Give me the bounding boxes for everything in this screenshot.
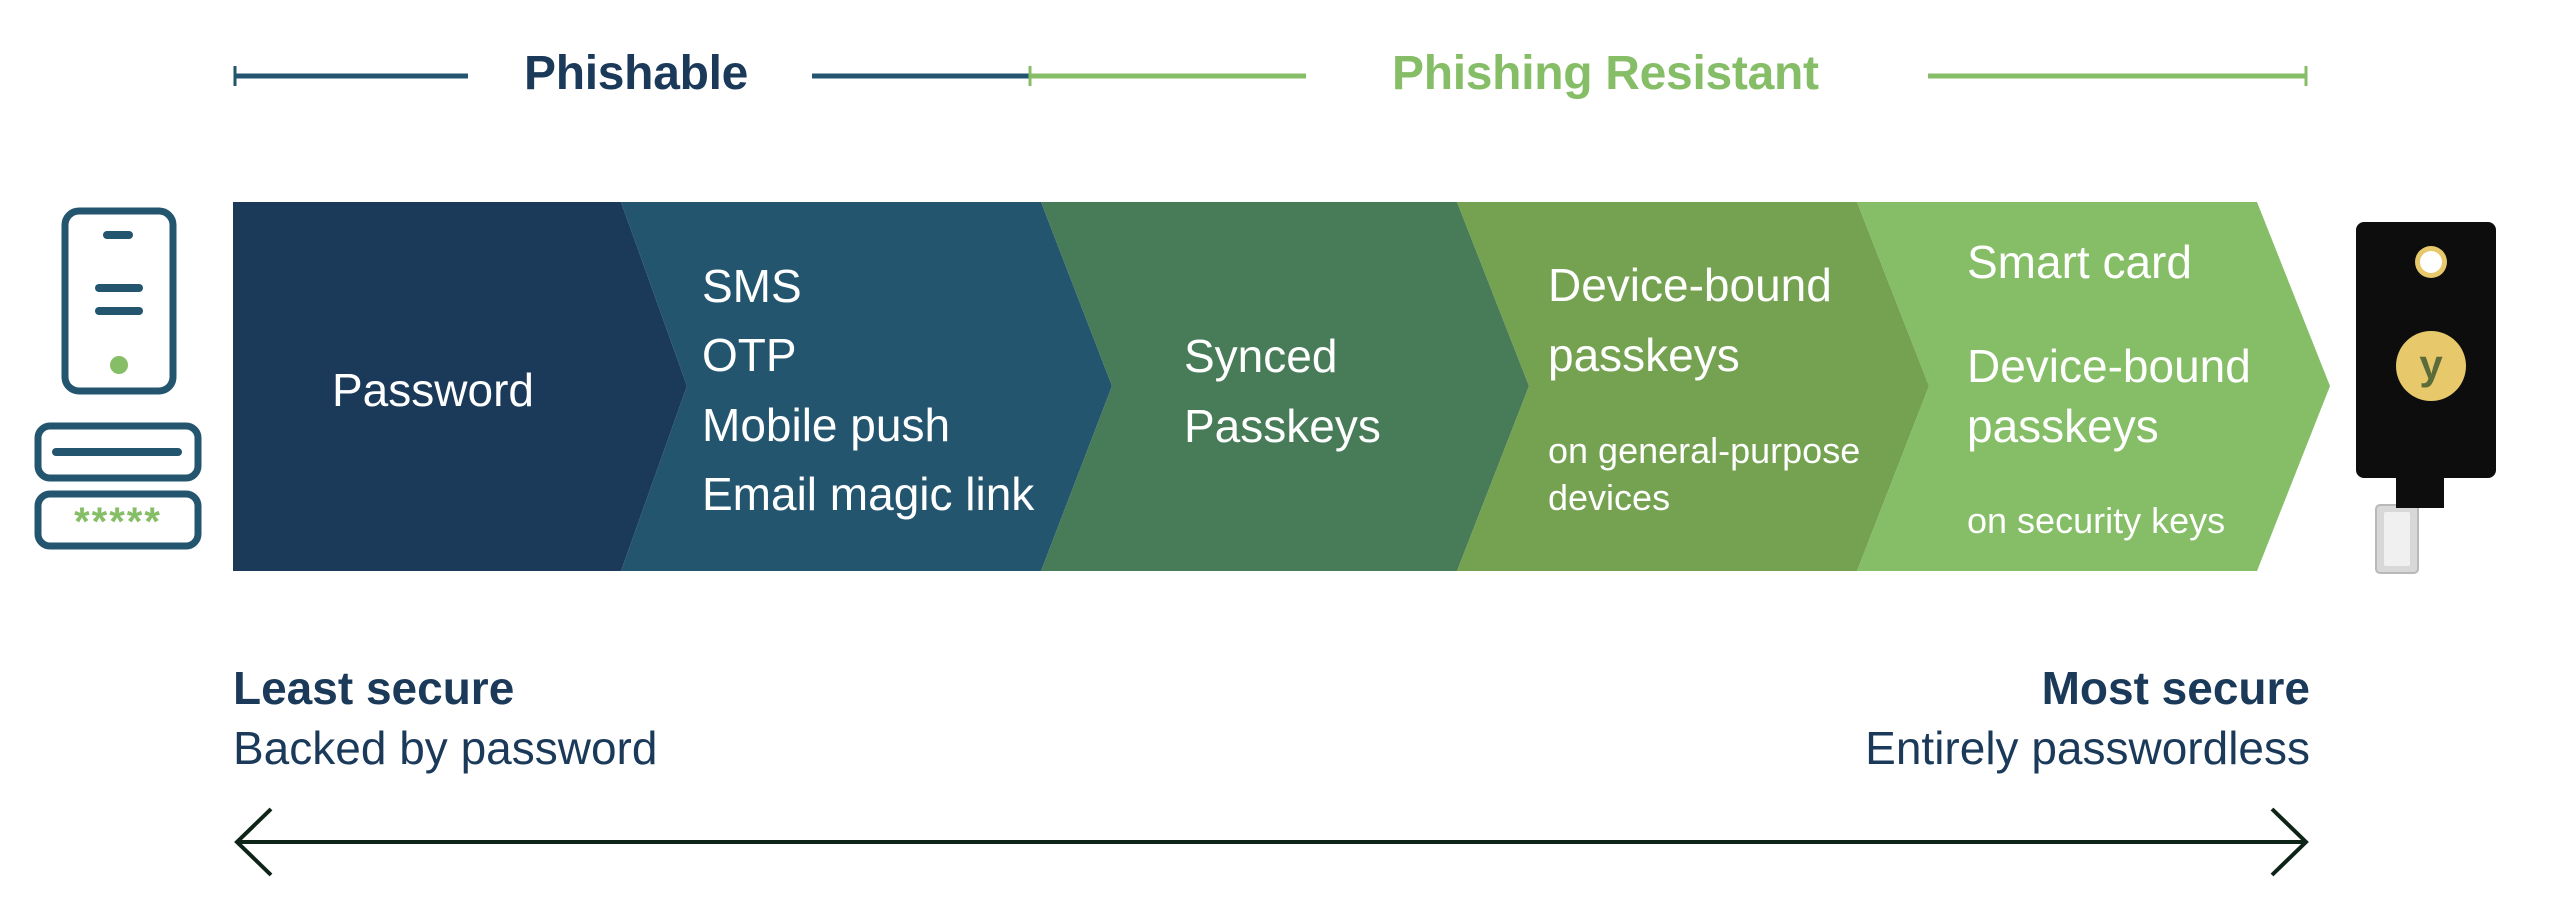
segment-item: OTP (702, 329, 797, 381)
security-scale-arrow (234, 807, 2309, 877)
segment-item: passkeys (1548, 329, 1740, 381)
segment-password-label: Password (332, 364, 534, 416)
segment-item: Device-bound (1548, 259, 1832, 311)
segment-item: Email magic link (702, 468, 1035, 520)
security-band (233, 202, 2330, 571)
segment-security-key-shape (1857, 202, 2330, 571)
least-secure-subtitle: Backed by password (233, 722, 658, 774)
phishing-resistant-bracket (1028, 66, 2308, 86)
phishable-label: Phishable (524, 47, 749, 100)
segment-item: Synced (1184, 330, 1338, 382)
segment-item: SMS (702, 260, 802, 312)
most-secure-title: Most secure (2041, 662, 2310, 714)
segment-subtext: on security keys (1967, 500, 2226, 541)
segment-item: Mobile push (702, 399, 951, 451)
segment-subtext: on general-purpose (1548, 430, 1861, 471)
segment-otp-shape (621, 202, 1112, 571)
segment-item: Smart card (1967, 236, 2192, 288)
segment-synced-shape (1041, 202, 1529, 571)
segment-subtext: devices (1548, 477, 1671, 518)
segment-device-bound-shape (1457, 202, 1929, 571)
least-secure-title: Least secure (233, 662, 515, 714)
phone-password-icon (34, 207, 202, 550)
segment-item: Device-bound (1967, 340, 2251, 392)
most-secure-subtitle: Entirely passwordless (1865, 722, 2310, 774)
security-key-icon (2356, 222, 2496, 574)
segment-item: passkeys (1967, 400, 2159, 452)
phishable-bracket (233, 66, 1030, 86)
segment-password-shape (233, 202, 687, 571)
password-mask-text: ***** (74, 500, 162, 544)
segment-item: Passkeys (1184, 400, 1381, 452)
phishing-resistant-label: Phishing Resistant (1392, 47, 1819, 100)
security-key-logo: y (2419, 341, 2443, 388)
